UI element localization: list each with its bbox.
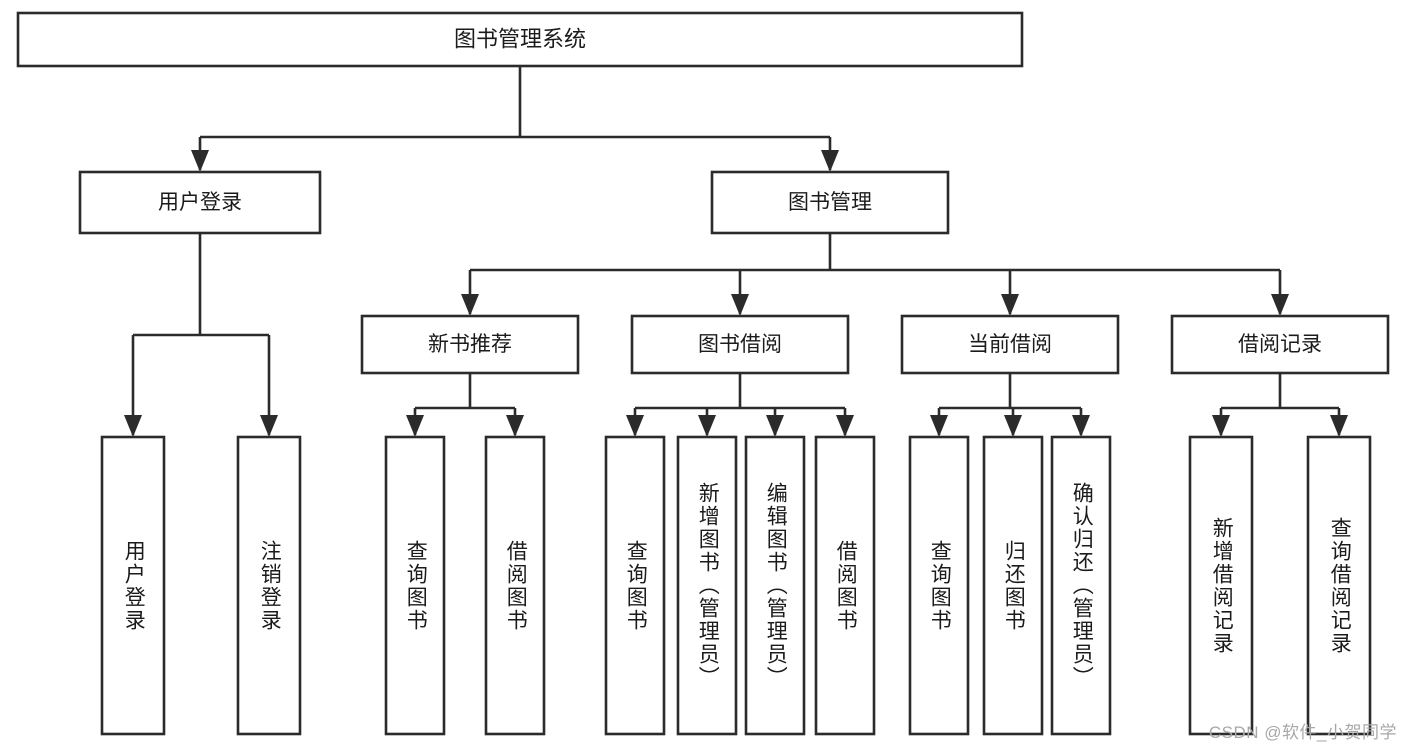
node-new-book-recommend-label: 新书推荐	[428, 333, 512, 356]
node-leaf-add-book[interactable]	[676, 435, 738, 736]
connectors-layer	[124, 66, 1348, 437]
node-borrow-record-label: 借阅记录	[1238, 333, 1322, 356]
node-book-borrow-label: 图书借阅	[698, 333, 782, 356]
node-current-borrow[interactable]	[900, 314, 1120, 375]
node-user-login-label: 用户登录	[158, 191, 242, 214]
arrow-head-icon-leaf-query-book-2	[626, 415, 644, 437]
arrow-head-icon-leaf-query-book-3	[930, 415, 948, 437]
node-borrow-record[interactable]	[1170, 314, 1390, 375]
node-leaf-query-record[interactable]	[1306, 435, 1372, 736]
node-root-system-label: 图书管理系统	[454, 26, 586, 51]
node-root-system[interactable]	[16, 11, 1024, 68]
arrow-head-icon-borrow-record	[1271, 294, 1289, 316]
arrow-head-icon-leaf-add-book	[698, 415, 716, 437]
node-book-borrow[interactable]	[630, 314, 850, 375]
arrow-head-icon-leaf-add-record	[1212, 415, 1230, 437]
node-leaf-query-book-1[interactable]	[384, 435, 446, 736]
arrow-head-icon-leaf-edit-book	[766, 415, 784, 437]
node-leaf-edit-book[interactable]	[744, 435, 806, 736]
arrow-head-icon-leaf-user-login	[124, 415, 142, 437]
node-new-book-recommend[interactable]	[360, 314, 580, 375]
arrow-head-icon-user-login	[191, 150, 209, 172]
arrow-head-icon-book-manage	[821, 150, 839, 172]
node-current-borrow-label: 当前借阅	[968, 333, 1052, 356]
node-leaf-query-book-2[interactable]	[604, 435, 666, 736]
node-leaf-borrow-book-2[interactable]	[814, 435, 876, 736]
node-leaf-user-login[interactable]	[100, 435, 166, 736]
boxes-layer	[16, 11, 1390, 736]
node-leaf-borrow-book-1[interactable]	[484, 435, 546, 736]
node-leaf-user-logout[interactable]	[236, 435, 302, 736]
node-book-manage[interactable]	[710, 170, 950, 235]
arrow-head-icon-book-borrow	[731, 294, 749, 316]
arrow-head-icon-leaf-confirm-return	[1072, 415, 1090, 437]
node-leaf-add-record[interactable]	[1188, 435, 1254, 736]
arrow-head-icon-current-borrow	[1001, 294, 1019, 316]
arrow-head-icon-new-book-recommend	[461, 294, 479, 316]
arrow-head-icon-leaf-query-book-1	[406, 415, 424, 437]
watermark-text: CSDN @软件_小贺同学	[1208, 723, 1397, 742]
node-leaf-confirm-return[interactable]	[1050, 435, 1112, 736]
node-book-manage-label: 图书管理	[788, 191, 872, 214]
node-leaf-query-book-3[interactable]	[908, 435, 970, 736]
arrow-head-icon-leaf-user-logout	[260, 415, 278, 437]
node-user-login[interactable]	[78, 170, 322, 235]
arrow-head-icon-leaf-query-record	[1330, 415, 1348, 437]
arrow-head-icon-leaf-borrow-book-2	[836, 415, 854, 437]
arrow-head-icon-leaf-borrow-book-1	[506, 415, 524, 437]
arrow-head-icon-leaf-return-book	[1004, 415, 1022, 437]
node-leaf-return-book[interactable]	[982, 435, 1044, 736]
